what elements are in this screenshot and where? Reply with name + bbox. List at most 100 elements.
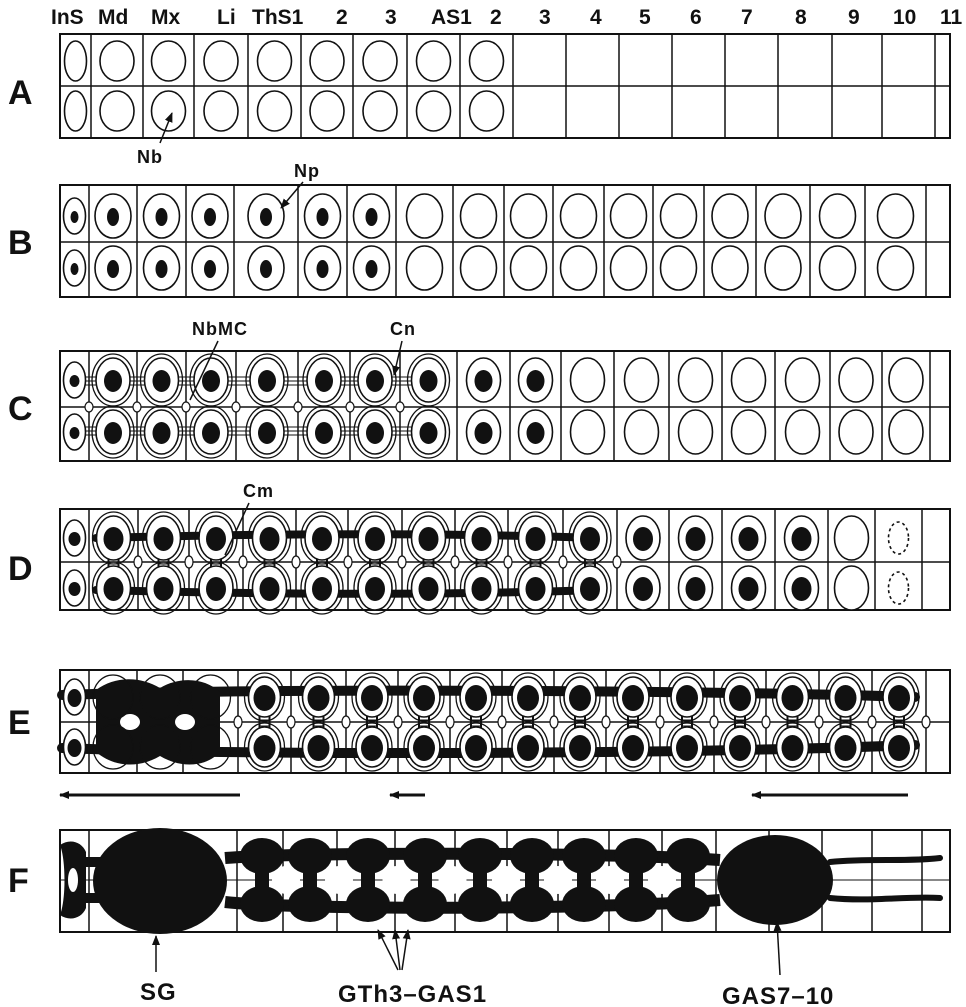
neuropile — [729, 685, 751, 711]
neuropile — [475, 370, 493, 392]
segment-label: Mx — [151, 6, 180, 29]
segment-label: ThS1 — [252, 6, 304, 29]
neuropile — [633, 577, 653, 601]
neuropile — [782, 685, 804, 711]
midline-cell — [292, 556, 300, 568]
neuropile — [686, 577, 706, 601]
neuropile — [361, 685, 383, 711]
neuroblast-cluster — [765, 246, 801, 290]
label-gas: GAS7–10 — [722, 922, 834, 1007]
neuropile — [71, 263, 79, 275]
neuroblast-cluster — [732, 410, 766, 454]
neuropile — [260, 577, 280, 601]
commissure — [255, 856, 269, 904]
neuropile — [420, 422, 438, 444]
neuroblast-cluster — [679, 410, 713, 454]
neuroblast-cluster — [732, 358, 766, 402]
panel-f — [60, 828, 950, 934]
mass-gap — [68, 868, 78, 892]
midline-cell — [762, 716, 770, 728]
neuropile — [107, 260, 119, 278]
nbmc-label: NbMC — [192, 319, 248, 339]
segment-label: Li — [217, 6, 236, 29]
neuropile — [104, 577, 124, 601]
cm-label: Cm — [243, 481, 274, 501]
neuroblast-cluster — [152, 41, 186, 81]
sg-label: SG — [140, 979, 177, 1006]
neuroblast-cluster — [611, 246, 647, 290]
neuropile — [739, 527, 759, 551]
neuroblast-cluster — [100, 91, 134, 131]
midline-cell — [656, 716, 664, 728]
midline-cell — [922, 716, 930, 728]
neuropile — [69, 532, 81, 546]
neuropile — [622, 735, 644, 761]
neuropile — [527, 422, 545, 444]
neuroblast-cluster — [258, 91, 292, 131]
row-label-b: B — [8, 224, 33, 262]
neuropile — [68, 739, 82, 757]
neuroblast-cluster — [878, 246, 914, 290]
neuropile — [104, 370, 122, 392]
segment-label: 2 — [336, 6, 348, 29]
midline-cell — [446, 716, 454, 728]
neuropile — [308, 685, 330, 711]
neuropile — [154, 527, 174, 551]
segment-label: AS1 — [431, 6, 472, 29]
neuroblast-cluster — [561, 194, 597, 238]
midline-cell — [394, 716, 402, 728]
neuroblast-cluster — [204, 41, 238, 81]
midline-cell — [134, 556, 142, 568]
neuropile — [204, 208, 216, 226]
neuropile — [527, 370, 545, 392]
neuroblast-cluster — [571, 410, 605, 454]
neuropile — [580, 527, 600, 551]
abdominal-ganglion-mass — [717, 835, 833, 925]
midline-cell — [234, 716, 242, 728]
neuropile — [206, 527, 226, 551]
neuropile — [472, 527, 492, 551]
neuroblast-cluster — [417, 91, 451, 131]
gth-pointer — [402, 930, 408, 970]
neuropile — [202, 422, 220, 444]
neuropile — [366, 370, 384, 392]
segment-label: 8 — [795, 6, 807, 29]
neuroblast-cluster — [407, 194, 443, 238]
midline-cell — [559, 556, 567, 568]
neuropile — [365, 527, 385, 551]
neuroblast-cluster — [461, 194, 497, 238]
gas-label: GAS7–10 — [722, 983, 834, 1007]
neuroblast-cluster — [407, 246, 443, 290]
neuropile — [366, 422, 384, 444]
mass-gap — [596, 866, 624, 894]
neuroblast-cluster — [820, 246, 856, 290]
neuropile — [475, 422, 493, 444]
mass-gap — [439, 866, 467, 894]
cn-pointer — [394, 341, 402, 375]
midline-cell — [346, 402, 354, 412]
neuropile — [835, 685, 857, 711]
midline-cell — [504, 556, 512, 568]
neuroblast-cluster — [363, 41, 397, 81]
neuroblast-cluster — [65, 41, 87, 81]
midline-cell — [451, 556, 459, 568]
neuropile — [204, 260, 216, 278]
cn-label: Cn — [390, 319, 416, 339]
segment-label: 3 — [539, 6, 551, 29]
fused-ganglion-mass — [96, 679, 220, 764]
neuroblast-cluster — [765, 194, 801, 238]
commissure — [303, 856, 317, 904]
neuroblast-cluster — [100, 41, 134, 81]
segment-label: 7 — [741, 6, 753, 29]
neuroblast-cluster — [310, 41, 344, 81]
neuropile — [153, 422, 171, 444]
midline-cell — [185, 556, 193, 568]
midline-cell — [710, 716, 718, 728]
neuropile — [366, 260, 378, 278]
neuropile — [526, 527, 546, 551]
neuropile — [465, 685, 487, 711]
neuroblast-cluster — [461, 246, 497, 290]
neuropile — [312, 577, 332, 601]
neuropile — [68, 689, 82, 707]
panel-a — [60, 34, 950, 138]
